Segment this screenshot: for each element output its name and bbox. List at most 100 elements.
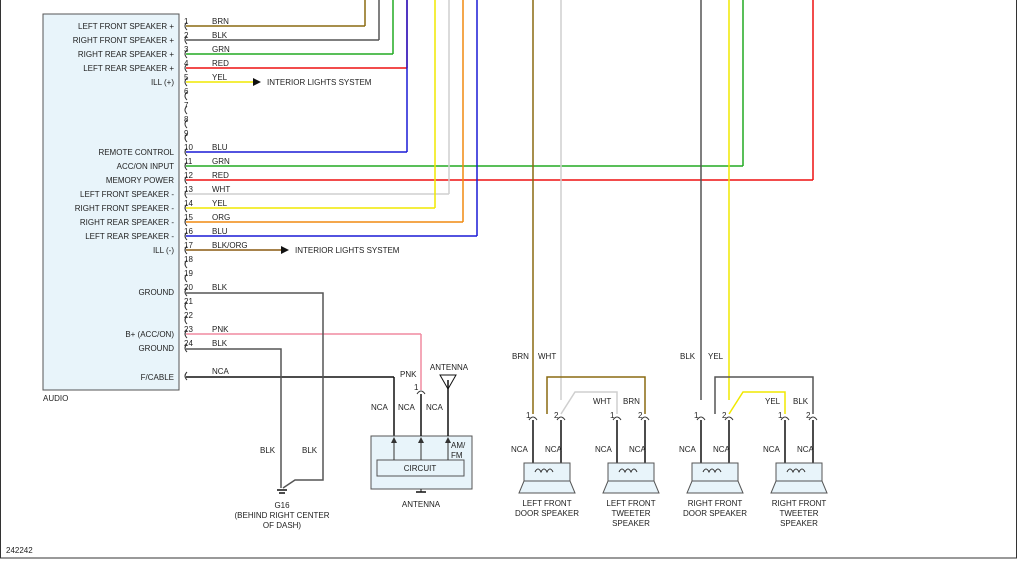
- connector-icon: [184, 147, 188, 157]
- speaker-pin: 1: [778, 411, 783, 420]
- pin-function-label: GROUND: [138, 288, 174, 297]
- connector-icon: [528, 416, 538, 421]
- connector-icon: [184, 217, 188, 227]
- fcable-connector: F/CABLE NCA: [141, 367, 395, 440]
- connector-icon: [696, 416, 706, 421]
- pin-number: 19: [184, 269, 193, 278]
- pin-number: 7: [184, 101, 189, 110]
- pin-function-label: LEFT FRONT SPEAKER -: [80, 190, 174, 199]
- fcable-wire-label: NCA: [212, 367, 230, 376]
- pin-number: 23: [184, 325, 193, 334]
- connector-icon: [184, 287, 188, 297]
- speaker-name: DOOR SPEAKER: [515, 509, 579, 518]
- pin-number: 17: [184, 241, 193, 250]
- pin-function-label: ILL (-): [153, 246, 174, 255]
- speaker-name: DOOR SPEAKER: [683, 509, 747, 518]
- connector-icon: [724, 416, 734, 421]
- antenna-pin1: 1: [414, 383, 419, 392]
- connector-icon: [184, 133, 188, 143]
- connector-icon: [184, 35, 188, 45]
- pin-number: 16: [184, 227, 193, 236]
- connector-icon: [780, 416, 790, 421]
- pin-function-label: REMOTE CONTROL: [98, 148, 174, 157]
- speaker-name: LEFT FRONT: [606, 499, 655, 508]
- left-speaker-feed: [532, 0, 646, 415]
- speaker-nca: NCA: [713, 445, 731, 454]
- audio-pin-22: 22: [184, 311, 193, 325]
- connector-icon: [184, 105, 188, 115]
- pin-function-label: B+ (ACC/ON): [125, 330, 174, 339]
- antenna-pink-wire: PNK: [400, 370, 417, 379]
- diagram-id: 242242: [6, 546, 33, 555]
- audio-pin-7: 7: [184, 101, 189, 115]
- pin-wire-color: BLK: [212, 339, 228, 348]
- pin-wire-color: BLK/ORG: [212, 241, 248, 250]
- right-speaker-feed: [700, 0, 814, 415]
- antenna-nca-3: NCA: [426, 403, 444, 412]
- connector-icon: [184, 245, 188, 255]
- speaker-name: RIGHT FRONT: [772, 499, 827, 508]
- connector-icon: [184, 49, 188, 59]
- connector-icon: [184, 343, 188, 353]
- speaker-name: RIGHT FRONT: [688, 499, 743, 508]
- pin-wire-color: BLU: [212, 143, 228, 152]
- ground-wire-a: BLK: [260, 446, 276, 455]
- speaker-name: SPEAKER: [612, 519, 650, 528]
- antenna-nca-2: NCA: [398, 403, 416, 412]
- wire-runs: [364, 0, 814, 390]
- interior-lights-ref-2: INTERIOR LIGHTS SYSTEM: [281, 246, 400, 255]
- ground-id: G16: [274, 501, 290, 510]
- speaker-name: TWEETER: [611, 509, 650, 518]
- pin-wire-color: GRN: [212, 157, 230, 166]
- speaker-pin: 2: [554, 411, 559, 420]
- audio-pin-9: 9: [184, 129, 189, 143]
- pin-function-label: LEFT FRONT SPEAKER +: [78, 22, 174, 31]
- ground-g16: BLK BLK G16 (BEHIND RIGHT CENTER OF DASH…: [186, 292, 330, 530]
- speaker-nca: NCA: [595, 445, 613, 454]
- audio-unit: [42, 13, 180, 391]
- speaker-nca: NCA: [629, 445, 647, 454]
- arrow-icon: [253, 78, 261, 86]
- audio-pin-21: 21: [184, 297, 193, 311]
- pin-number: 18: [184, 255, 193, 264]
- pin-wire-color: PNK: [212, 325, 229, 334]
- left-door-wire-b: WHT: [538, 352, 556, 361]
- pin-function-label: MEMORY POWER: [106, 176, 174, 185]
- fcable-label: F/CABLE: [141, 373, 174, 382]
- antenna-top-label: ANTENNA: [430, 363, 469, 372]
- ground-location-1: (BEHIND RIGHT CENTER: [235, 511, 330, 520]
- speaker-pin: 2: [722, 411, 727, 420]
- arrow-icon: [281, 246, 289, 254]
- pin-number: 8: [184, 115, 189, 124]
- pin-function-label: ACC/ON INPUT: [117, 162, 174, 171]
- connector-icon: [808, 416, 818, 421]
- pin-number: 12: [184, 171, 193, 180]
- connector-icon: [184, 175, 188, 185]
- interior-lights-ref-1: INTERIOR LIGHTS SYSTEM: [253, 78, 372, 87]
- audio-unit-label: AUDIO: [43, 394, 68, 403]
- connector-icon: [184, 77, 188, 87]
- speaker-name: TWEETER: [779, 509, 818, 518]
- interior-lights-label-1: INTERIOR LIGHTS SYSTEM: [267, 78, 372, 87]
- audio-pin-18: 18: [184, 255, 193, 269]
- right-door-wire-a: BLK: [680, 352, 696, 361]
- connector-icon: [184, 119, 188, 129]
- speaker-nca: NCA: [511, 445, 529, 454]
- pin-wire-color: ORG: [212, 213, 230, 222]
- pin-function-label: LEFT REAR SPEAKER +: [83, 64, 174, 73]
- pin-function-label: RIGHT FRONT SPEAKER -: [75, 204, 175, 213]
- pin-number: 9: [184, 129, 189, 138]
